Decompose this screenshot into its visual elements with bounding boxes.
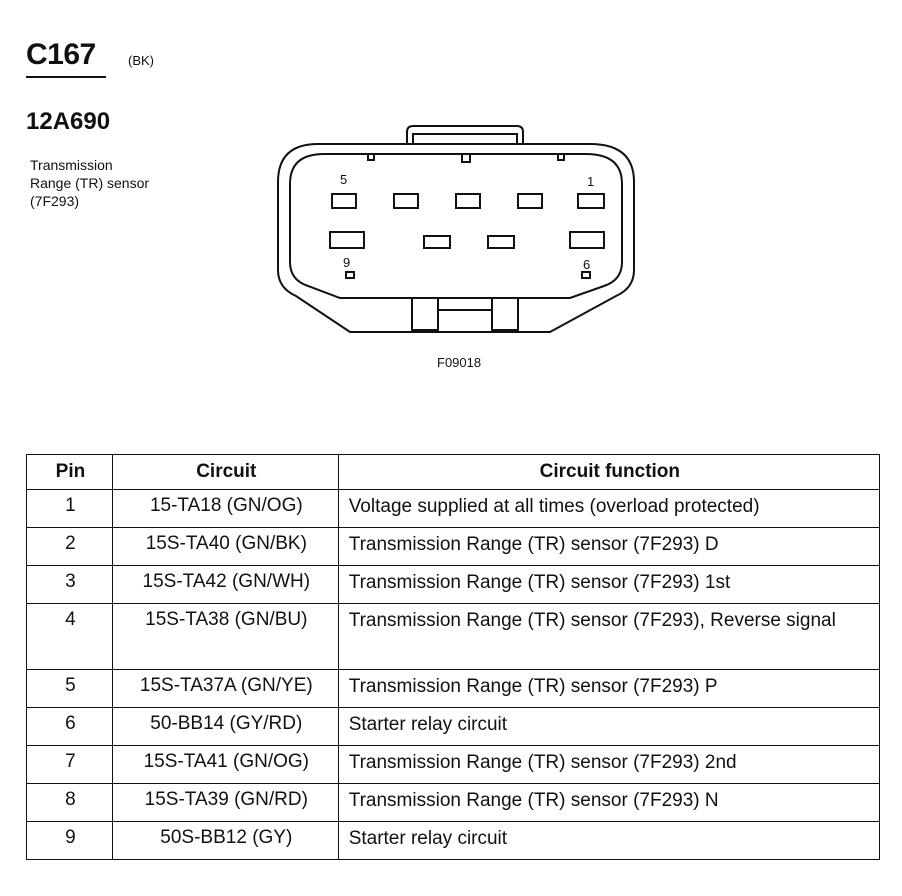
part-description-line: Transmission xyxy=(30,157,113,173)
function-cell: Transmission Range (TR) sensor (7F293) 2… xyxy=(337,745,881,784)
connector-code-underline xyxy=(26,76,106,78)
pin-label-1: 1 xyxy=(587,174,594,189)
table-row: 9 50S-BB12 (GY) Starter relay circuit xyxy=(26,821,881,860)
pin-cell: 3 xyxy=(26,565,113,604)
table-row: 3 15S-TA42 (GN/WH) Transmission Range (T… xyxy=(26,565,881,604)
part-description-line: Range (TR) sensor xyxy=(30,175,150,191)
pin-label-9: 9 xyxy=(343,255,350,270)
function-cell: Transmission Range (TR) sensor (7F293) D xyxy=(337,527,881,566)
pin-cell: 7 xyxy=(26,745,113,784)
connector-color: (BK) xyxy=(128,53,154,68)
table-row: 6 50-BB14 (GY/RD) Starter relay circuit xyxy=(26,707,881,746)
pin-cell: 6 xyxy=(26,707,113,746)
column-header-pin: Pin xyxy=(26,454,113,490)
function-cell: Transmission Range (TR) sensor (7F293) N xyxy=(337,783,881,822)
function-cell: Transmission Range (TR) sensor (7F293), … xyxy=(337,603,881,670)
table-row: 5 15S-TA37A (GN/YE) Transmission Range (… xyxy=(26,669,881,708)
column-header-function: Circuit function xyxy=(337,454,881,490)
circuit-cell: 15S-TA37A (GN/YE) xyxy=(111,669,339,708)
circuit-cell: 15S-TA38 (GN/BU) xyxy=(111,603,339,670)
pinout-table: Pin Circuit Circuit function 1 15-TA18 (… xyxy=(26,454,881,860)
function-cell: Starter relay circuit xyxy=(337,821,881,860)
pin-label-6: 6 xyxy=(583,257,590,272)
circuit-cell: 50S-BB12 (GY) xyxy=(111,821,339,860)
pin-cell: 8 xyxy=(26,783,113,822)
function-cell: Transmission Range (TR) sensor (7F293) 1… xyxy=(337,565,881,604)
table-row: 2 15S-TA40 (GN/BK) Transmission Range (T… xyxy=(26,527,881,566)
table-row: 8 15S-TA39 (GN/RD) Transmission Range (T… xyxy=(26,783,881,822)
pin-cell: 1 xyxy=(26,489,113,528)
pin-cell: 9 xyxy=(26,821,113,860)
circuit-cell: 50-BB14 (GY/RD) xyxy=(111,707,339,746)
part-description: Transmission Range (TR) sensor (7F293) xyxy=(30,156,200,210)
pin-cell: 5 xyxy=(26,669,113,708)
circuit-cell: 15S-TA41 (GN/OG) xyxy=(111,745,339,784)
circuit-cell: 15S-TA40 (GN/BK) xyxy=(111,527,339,566)
part-description-line: (7F293) xyxy=(30,193,80,209)
table-row: 4 15S-TA38 (GN/BU) Transmission Range (T… xyxy=(26,603,881,670)
circuit-cell: 15S-TA39 (GN/RD) xyxy=(111,783,339,822)
function-cell: Voltage supplied at all times (overload … xyxy=(337,489,881,528)
circuit-cell: 15S-TA42 (GN/WH) xyxy=(111,565,339,604)
part-number: 12A690 xyxy=(26,108,111,135)
connector-code: C167 xyxy=(26,38,96,71)
table-header-row: Pin Circuit Circuit function xyxy=(26,454,881,490)
connector-face-diagram: 5 1 9 6 xyxy=(277,125,635,333)
figure-id: F09018 xyxy=(437,355,482,370)
function-cell: Starter relay circuit xyxy=(337,707,881,746)
column-header-circuit: Circuit xyxy=(111,454,339,490)
circuit-cell: 15-TA18 (GN/OG) xyxy=(111,489,339,528)
pin-cell: 2 xyxy=(26,527,113,566)
pin-cell: 4 xyxy=(26,603,113,670)
table-row: 7 15S-TA41 (GN/OG) Transmission Range (T… xyxy=(26,745,881,784)
table-row: 1 15-TA18 (GN/OG) Voltage supplied at al… xyxy=(26,489,881,528)
pin-label-5: 5 xyxy=(340,172,347,187)
function-cell: Transmission Range (TR) sensor (7F293) P xyxy=(337,669,881,708)
